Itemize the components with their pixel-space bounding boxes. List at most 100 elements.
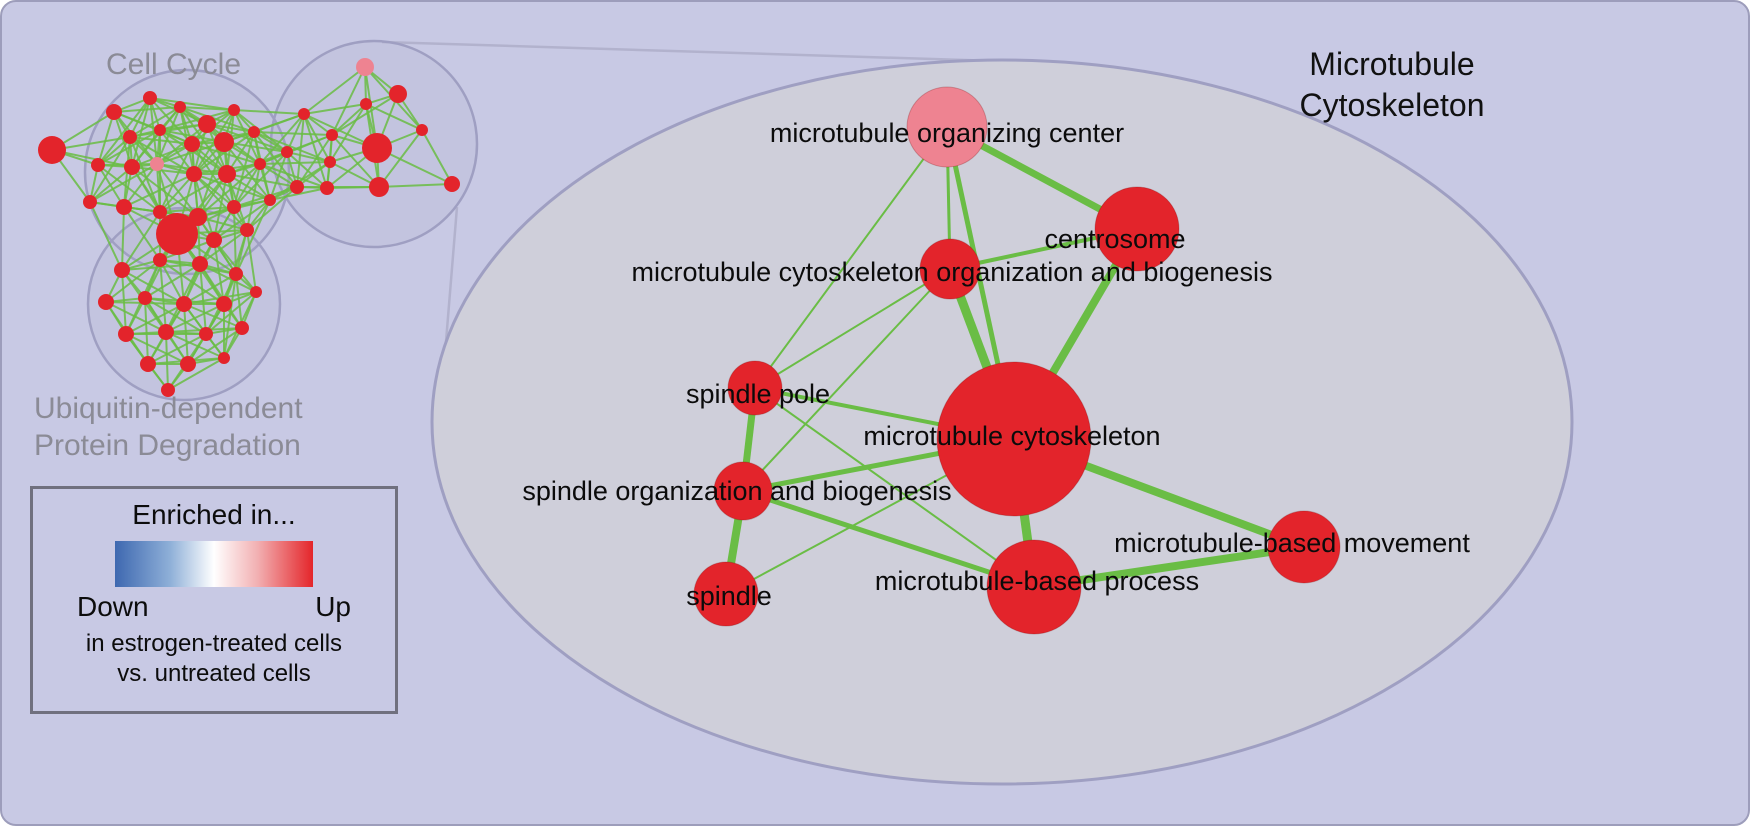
legend-subtitle-line1: in estrogen-treated cells [85, 630, 343, 657]
mini-edge [253, 131, 333, 136]
mini-node [254, 158, 266, 170]
mini-edge [329, 103, 367, 163]
node-label-moc: microtubule organizing center [770, 118, 1124, 148]
mini-node [143, 91, 157, 105]
mini-edge [165, 331, 225, 359]
node-label-mcob: microtubule cytoskeleton organization an… [632, 257, 1273, 287]
mini-node [216, 296, 232, 312]
mini-node [192, 256, 208, 272]
mini-edge [253, 113, 305, 133]
node-label-sob: spindle organization and biogenesis [522, 476, 951, 506]
mini-edge [233, 151, 288, 208]
mini-node [298, 108, 310, 120]
mini-node [153, 253, 167, 267]
mini-node [356, 58, 374, 76]
mini-node [114, 262, 130, 278]
mini-node [83, 195, 97, 209]
mini-node [138, 291, 152, 305]
ubiquitin-cluster-label: Ubiquitin-dependent Protein Degradation [34, 390, 303, 464]
mini-edge [286, 151, 331, 163]
mini-edge [97, 97, 151, 166]
mini-edge [233, 109, 305, 115]
mini-edge [179, 106, 235, 111]
mini-node [281, 146, 293, 158]
mini-edge [331, 93, 399, 136]
mini-edge [149, 97, 193, 145]
node-sob [713, 461, 773, 521]
mini-edge [183, 303, 243, 329]
legend-down-label: Down [77, 591, 149, 622]
mini-edge [303, 113, 328, 189]
mini-edge [378, 129, 423, 188]
mini-edge [269, 151, 288, 201]
mini-edge [235, 199, 271, 275]
mini-edge [233, 206, 237, 275]
node-label-sp: spindle pole [686, 379, 830, 409]
node-spn [693, 561, 759, 627]
mini-node [118, 326, 134, 342]
mini-edge [193, 131, 255, 175]
mini-edge [259, 163, 271, 201]
mini-edge [187, 327, 243, 365]
mini-edge [89, 166, 133, 203]
mini-edge [97, 136, 131, 166]
mini-edge [226, 173, 298, 188]
mini-node [218, 352, 230, 364]
node-mcob [919, 238, 981, 300]
mini-edge [105, 259, 161, 303]
mini-edge [246, 186, 298, 231]
mini-edge [378, 183, 453, 188]
mini-edge [199, 263, 207, 335]
mini-edge [246, 163, 261, 231]
mini-node [124, 159, 140, 175]
microtubule-title-line2: Cytoskeleton [1299, 87, 1485, 123]
node-label-mbp: microtubule-based process [875, 566, 1199, 596]
mini-edge [165, 303, 225, 333]
mini-node [186, 166, 202, 182]
mini-node [140, 356, 156, 372]
mini-node [444, 176, 460, 192]
mini-edge [331, 134, 380, 188]
node-label-mc: microtubule cytoskeleton [863, 421, 1160, 451]
mini-node [228, 104, 240, 116]
mini-node [235, 321, 249, 335]
cell-cycle-cluster-label: Cell Cycle [106, 46, 241, 83]
mini-node [116, 199, 132, 215]
mini-node [214, 132, 234, 152]
mini-edge [144, 263, 201, 299]
mini-node [176, 296, 192, 312]
mini-edge [159, 173, 228, 213]
mini-edge [144, 297, 149, 365]
mini-node [227, 200, 241, 214]
mini-edge [159, 143, 193, 213]
mini-edge [286, 134, 333, 153]
mini-edge [167, 357, 225, 391]
node-mbm [1267, 510, 1341, 584]
microtubule-title-line1: Microtubule [1309, 46, 1475, 82]
mini-edge [421, 129, 453, 185]
mini-node [180, 356, 196, 372]
mini-node [320, 181, 334, 195]
mini-edge [159, 173, 195, 213]
mini-edge [156, 163, 199, 218]
mini-edge [253, 131, 288, 153]
mini-edge [296, 113, 305, 188]
mini-node [156, 213, 198, 255]
mini-edge [223, 141, 288, 153]
mini-edge [199, 229, 248, 265]
legend-box: Enriched in... Down Up in estrogen-treat… [30, 486, 398, 714]
mini-node [290, 180, 304, 194]
mini-edge [129, 106, 181, 138]
edge-mcob-sob [742, 268, 951, 492]
mini-node [161, 383, 175, 397]
mini-edge [233, 109, 288, 153]
mini-node [199, 327, 213, 341]
mini-node [91, 158, 105, 172]
mini-edge [286, 113, 305, 153]
mini-edge [89, 163, 158, 203]
edge-sp-mbp [754, 387, 1035, 588]
mini-node [154, 124, 166, 136]
mini-edge [365, 103, 423, 131]
mini-node [264, 194, 276, 206]
